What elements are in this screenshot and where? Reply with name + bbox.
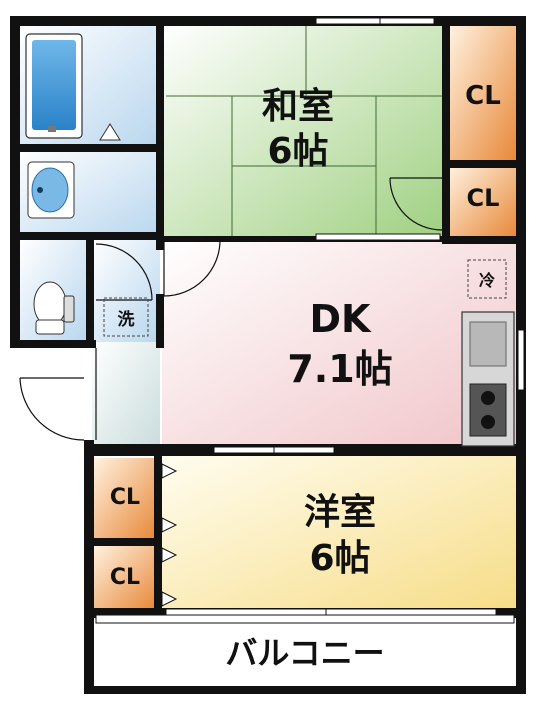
washitsu-floor <box>162 26 445 238</box>
dk-floor <box>162 240 516 450</box>
tatami-pattern <box>166 26 445 236</box>
closet-2-floor <box>450 166 516 236</box>
washitsu-name: 和室 <box>262 86 334 127</box>
toilet-icon <box>33 281 75 335</box>
wash-basin-icon <box>27 161 75 219</box>
laundry-area-floor <box>92 240 160 342</box>
youshitsu-floor <box>160 454 516 610</box>
window-marks <box>95 17 525 624</box>
closet-4-label: CL <box>110 565 140 590</box>
entrance-hall-floor <box>92 342 160 450</box>
closet-2-label: CL <box>467 184 500 212</box>
closet-1-label: CL <box>465 81 501 111</box>
closet-3-floor <box>94 458 156 538</box>
balcony-floor <box>90 618 520 684</box>
youshitsu-name: 洋室 <box>304 492 376 533</box>
washer-space <box>103 297 149 337</box>
fridge-space <box>467 259 507 299</box>
washitsu-size: 6帖 <box>267 131 328 172</box>
closet-3-label: CL <box>110 485 140 510</box>
kitchen-counter <box>461 311 515 447</box>
walls <box>10 16 526 694</box>
bathtub-icon <box>25 33 121 141</box>
doors <box>19 177 443 441</box>
stove-burner-icon <box>481 391 495 405</box>
closet-4-floor <box>94 546 156 608</box>
dk-name: DK <box>310 297 373 341</box>
balcony-label: バルコニー <box>225 634 384 672</box>
closet-door-marks <box>161 463 178 607</box>
fridge-label: 冷 <box>479 271 495 290</box>
washer-label: 洗 <box>118 309 135 330</box>
closet-1-floor <box>450 26 516 160</box>
stove-burner-icon <box>481 415 495 429</box>
dk-size: 7.1帖 <box>287 347 392 391</box>
youshitsu-size: 6帖 <box>309 538 370 579</box>
